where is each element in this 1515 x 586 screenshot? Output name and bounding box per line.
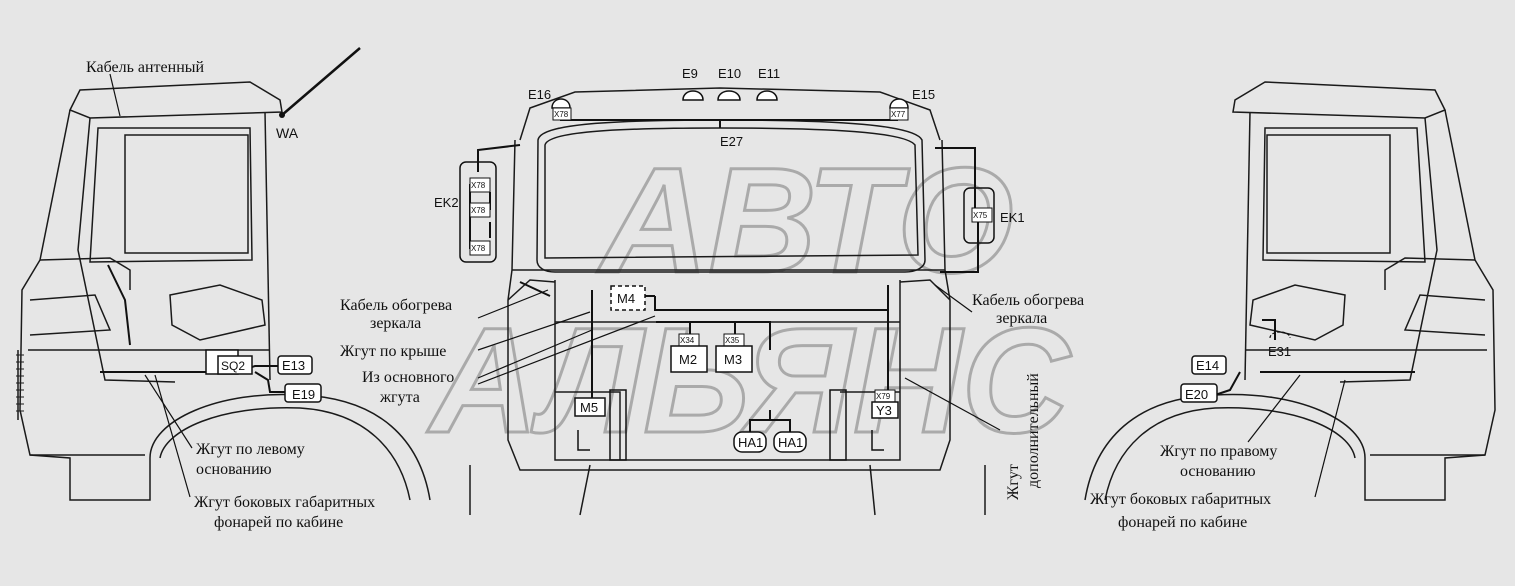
center-leaders: [477, 284, 1001, 431]
e13-lamp: E13: [277, 355, 313, 375]
x78-connector-top: X78: [552, 107, 572, 121]
front-steps: [577, 389, 884, 461]
mirror-heat-right-label-1: Кабель обогрева: [972, 292, 1084, 309]
e19-label: E19: [292, 387, 315, 402]
right-leaders: [1247, 374, 1346, 498]
antenna-icon: [279, 47, 361, 118]
ha1-left-label: HA1: [738, 435, 763, 450]
antenna-cable-label: Кабель антенный: [86, 59, 205, 76]
center-cab: [469, 87, 986, 516]
e13-label: E13: [282, 358, 305, 373]
m3-motor: M3: [715, 345, 753, 373]
x79-connector: X79: [874, 389, 896, 403]
x78-3-label: X78: [471, 244, 486, 253]
x78-connector-2: X78: [469, 202, 491, 218]
mirror-heat-left-label-1: Кабель обогрева: [340, 297, 452, 314]
e20-lamp: E20: [1180, 383, 1218, 403]
mirror-heat-right-label-2: зеркала: [996, 310, 1047, 327]
right-labels: Жгут по правому основанию Жгут боковых г…: [1090, 443, 1277, 531]
x35-connector: X35: [723, 333, 745, 347]
left-cab: [16, 81, 431, 501]
e19-lamp: E19: [284, 383, 322, 403]
e14-lamp: E14: [1191, 355, 1227, 375]
y3-label: Y3: [876, 403, 892, 418]
m2-label: M2: [679, 352, 697, 367]
y3-valve: Y3: [871, 401, 899, 419]
mirror-heat-left-label-2: зеркала: [370, 315, 421, 332]
m4-motor: M4: [610, 285, 646, 311]
e14-label: E14: [1196, 358, 1219, 373]
x77-label: X77: [891, 110, 906, 119]
e20-label: E20: [1185, 387, 1208, 402]
x78-connector-3: X78: [469, 240, 491, 256]
ek2-label: EK2: [434, 195, 459, 210]
sq2-switch: SQ2: [205, 349, 253, 375]
x34-label: X34: [680, 336, 695, 345]
x78-top-label: X78: [554, 110, 569, 119]
x75-label: X75: [973, 211, 988, 220]
roof-lamps: [551, 90, 909, 109]
m2-motor: M2: [670, 345, 708, 373]
e31-lamp: E31: [1268, 331, 1291, 359]
from-main-label-1: Из основного: [362, 369, 454, 386]
x75-connector: X75: [971, 207, 993, 223]
additional-harness-label-1: Жгут: [1005, 464, 1022, 500]
ha1-horn-left: HA1: [733, 431, 767, 453]
e16-label: E16: [528, 87, 551, 102]
m3-label: M3: [724, 352, 742, 367]
ha1-horn-right: HA1: [773, 431, 807, 453]
m5-motor: M5: [574, 397, 606, 417]
left-side-lights-label-1: Жгут боковых габаритных: [194, 494, 375, 511]
x78-1-label: X78: [471, 181, 486, 190]
ha1-right-label: HA1: [778, 435, 803, 450]
right-base-harness-label-2: основанию: [1180, 463, 1256, 480]
x34-connector: X34: [678, 333, 700, 347]
from-main-label-2: жгута: [379, 389, 420, 406]
ek1-label: EK1: [1000, 210, 1025, 225]
left-base-harness-label-2: основанию: [196, 461, 272, 478]
e27-label: E27: [720, 134, 743, 149]
additional-harness-label-2: дополнительный: [1025, 373, 1042, 488]
wa-label: WA: [276, 125, 299, 141]
e31-label: E31: [1268, 344, 1291, 359]
left-labels: Кабель антенный WA Жгут по левому основа…: [86, 59, 375, 531]
left-side-lights-label-2: фонарей по кабине: [214, 514, 343, 531]
m5-label: M5: [580, 400, 598, 415]
right-components: E14 E20 E31: [1180, 331, 1291, 403]
right-side-lights-label-1: Жгут боковых габаритных: [1090, 491, 1271, 508]
left-leaders: [144, 374, 193, 498]
x79-label: X79: [876, 392, 891, 401]
left-base-harness-label-1: Жгут по левому: [196, 441, 305, 458]
e11-label: E11: [758, 66, 780, 81]
x78-2-label: X78: [471, 206, 486, 215]
x35-label: X35: [725, 336, 740, 345]
e10-label: E10: [718, 66, 741, 81]
sq2-label: SQ2: [221, 359, 245, 373]
center-harness: [469, 119, 979, 432]
right-base-harness-label-1: Жгут по правому: [1160, 443, 1277, 460]
right-cab: [1084, 81, 1496, 501]
roof-harness-label: Жгут по крыше: [340, 343, 446, 360]
antenna-leader: [109, 73, 121, 117]
left-vent-grille: [16, 354, 24, 412]
x77-connector: X77: [889, 107, 909, 121]
x78-connector-1: X78: [469, 177, 491, 193]
center-labels: Кабель обогрева зеркала Жгут по крыше Из…: [340, 292, 1084, 500]
center-components: E9 E10 E11 E16 E15 E27 EK2 EK1 X78 X77 X…: [434, 66, 1025, 453]
watermark-line1: АВТО: [596, 136, 1014, 304]
left-harness: [100, 264, 285, 393]
e15-label: E15: [912, 87, 935, 102]
right-side-lights-label-2: фонарей по кабине: [1118, 514, 1247, 531]
e9-label: E9: [682, 66, 698, 81]
m4-label: M4: [617, 291, 635, 306]
